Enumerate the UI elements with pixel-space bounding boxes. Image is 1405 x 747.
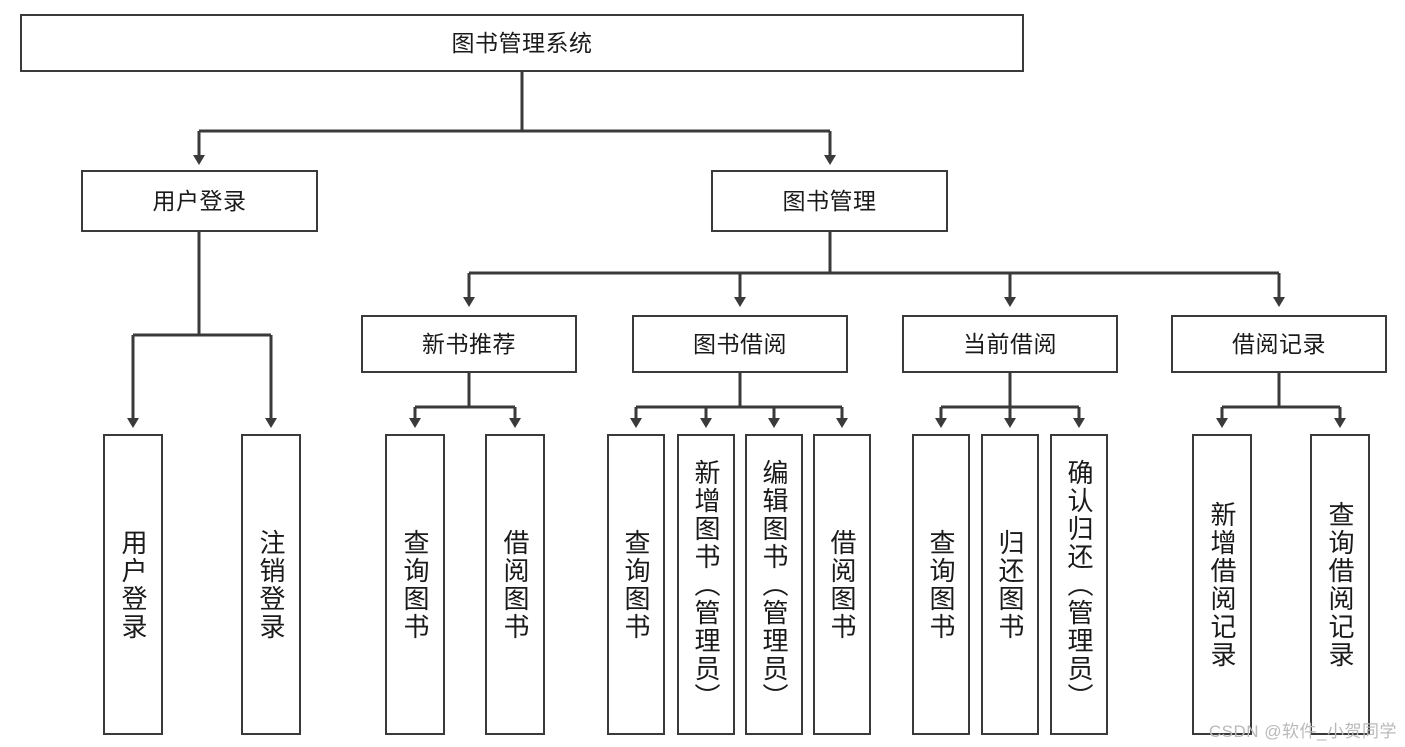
watermark-text: CSDN @软件_小贺同学	[1208, 722, 1397, 741]
node-book-management-system[interactable]: 图书管理系统	[20, 14, 1024, 72]
node-borrow-record[interactable]: 借阅记录	[1171, 315, 1387, 373]
node-label: 新书推荐	[422, 330, 516, 357]
node-label: 新增借阅记录	[1207, 500, 1238, 669]
node-label: 用户登录	[152, 187, 247, 214]
node-book-borrow[interactable]: 图书借阅	[632, 315, 848, 373]
node-label: 图书管理系统	[451, 29, 593, 56]
node-label: 查询图书	[926, 528, 957, 641]
node-label: 借阅记录	[1232, 330, 1326, 357]
leaf-borrow-book-recommend[interactable]: 借阅图书	[485, 434, 545, 735]
leaf-query-book-recommend[interactable]: 查询图书	[385, 434, 445, 735]
leaf-user-logout[interactable]: 注销登录	[241, 434, 301, 735]
node-new-book-recommend[interactable]: 新书推荐	[361, 315, 577, 373]
node-label: 借阅图书	[827, 528, 858, 641]
node-label: 查询图书	[621, 528, 652, 641]
leaf-query-borrow-record[interactable]: 查询借阅记录	[1310, 434, 1370, 735]
leaf-query-book-current[interactable]: 查询图书	[912, 434, 970, 735]
node-label: 编辑图书（管理员）	[759, 458, 790, 711]
leaf-confirm-return-admin[interactable]: 确认归还（管理员）	[1050, 434, 1108, 735]
leaf-return-book[interactable]: 归还图书	[981, 434, 1039, 735]
node-label: 图书管理	[782, 187, 877, 214]
leaf-user-login[interactable]: 用户登录	[103, 434, 163, 735]
leaf-query-book-borrow[interactable]: 查询图书	[607, 434, 665, 735]
node-label: 查询借阅记录	[1325, 500, 1356, 669]
node-label: 用户登录	[118, 528, 149, 641]
node-label: 注销登录	[256, 528, 287, 641]
node-label: 新增图书（管理员）	[691, 458, 722, 711]
node-label: 查询图书	[400, 528, 431, 641]
node-label: 图书借阅	[693, 330, 787, 357]
node-label: 归还图书	[995, 528, 1026, 641]
node-label: 确认归还（管理员）	[1064, 458, 1095, 711]
node-user-login[interactable]: 用户登录	[81, 170, 318, 232]
node-label: 借阅图书	[500, 528, 531, 641]
node-current-borrow[interactable]: 当前借阅	[902, 315, 1118, 373]
node-label: 当前借阅	[963, 330, 1057, 357]
leaf-add-borrow-record[interactable]: 新增借阅记录	[1192, 434, 1252, 735]
leaf-borrow-book[interactable]: 借阅图书	[813, 434, 871, 735]
leaf-add-book-admin[interactable]: 新增图书（管理员）	[677, 434, 735, 735]
leaf-edit-book-admin[interactable]: 编辑图书（管理员）	[745, 434, 803, 735]
node-book-management[interactable]: 图书管理	[711, 170, 948, 232]
